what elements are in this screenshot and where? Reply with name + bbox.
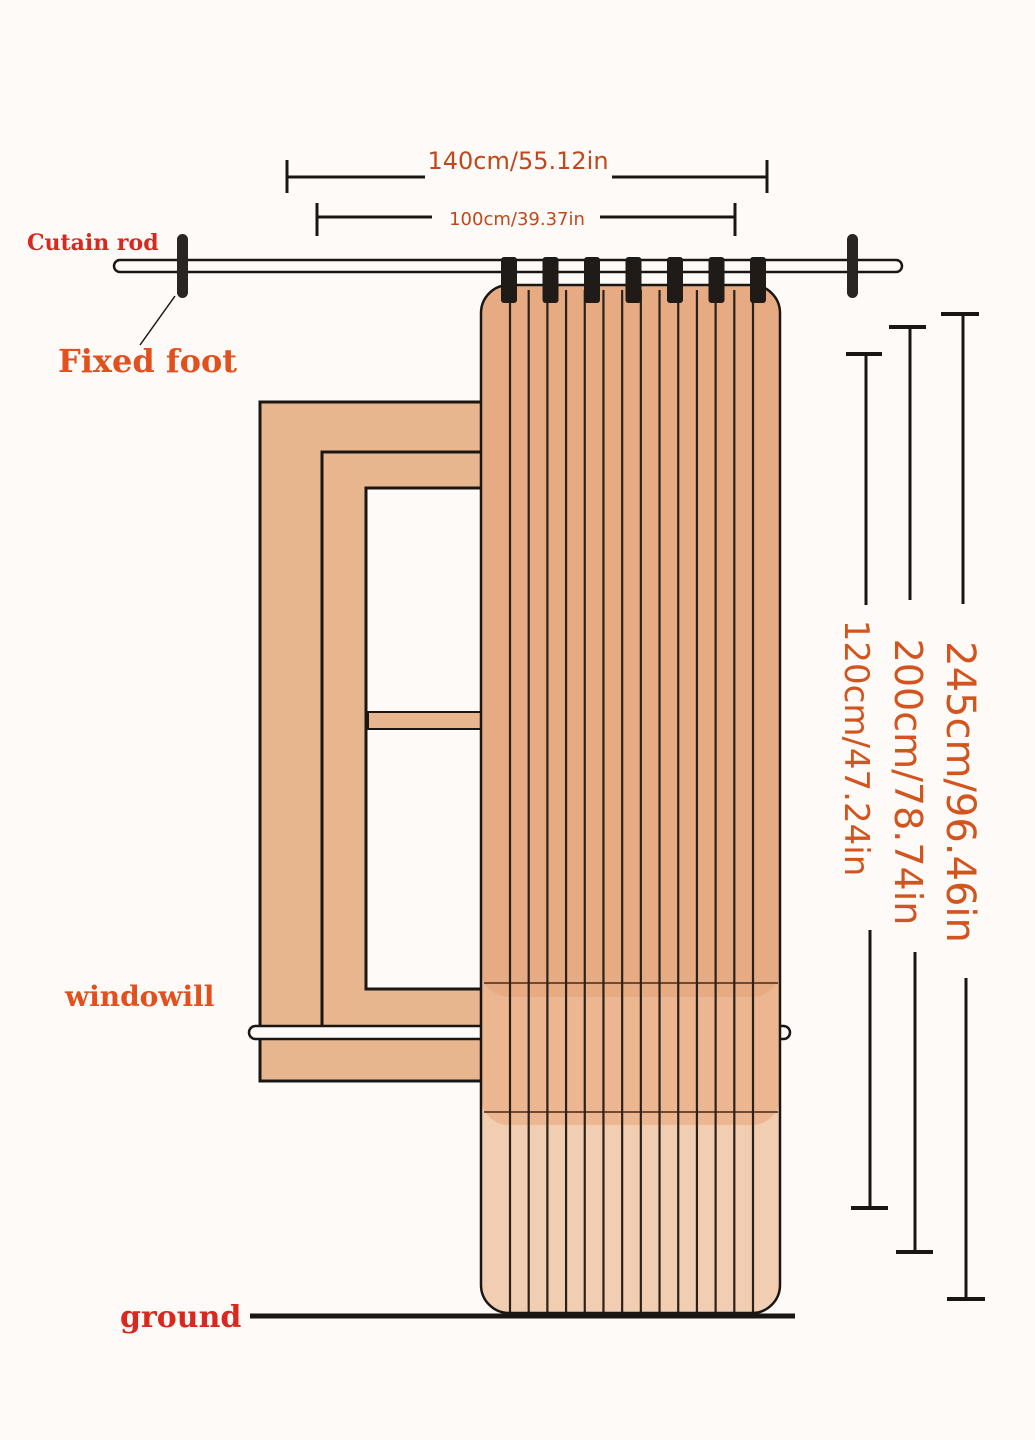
rod-bracket-left bbox=[177, 234, 188, 298]
width-dimension-outer: 140cm/55.12in bbox=[285, 147, 769, 193]
curtain-grommet bbox=[625, 257, 642, 303]
fixed-foot-leader bbox=[139, 295, 176, 346]
length-long-label: 245cm/96.46in bbox=[937, 641, 983, 943]
window bbox=[247, 400, 792, 1083]
fixed-foot-label: Fixed foot bbox=[58, 342, 237, 380]
width-dimension-inner: 100cm/39.37in bbox=[315, 203, 737, 236]
windowsill-label: windowill bbox=[64, 980, 214, 1013]
length-mid-label: 200cm/78.74in bbox=[886, 639, 930, 926]
curtain-pleats bbox=[508, 290, 755, 1313]
curtain-grommet bbox=[542, 257, 559, 303]
length-dimension-long: 245cm/96.46in bbox=[937, 312, 985, 1301]
curtain-grommet bbox=[501, 257, 517, 303]
curtain-panel bbox=[479, 257, 782, 1315]
curtain-grommet bbox=[708, 257, 725, 303]
window-glass bbox=[364, 486, 494, 991]
length-short-label: 120cm/47.24in bbox=[836, 620, 876, 877]
curtain-grommet bbox=[667, 257, 683, 303]
curtain-grommet bbox=[750, 257, 766, 303]
curtain-rod-label: Cutain rod bbox=[27, 230, 159, 256]
window-mullion bbox=[367, 711, 493, 730]
width-inner-label: 100cm/39.37in bbox=[449, 209, 585, 230]
width-outer-label: 140cm/55.12in bbox=[427, 147, 608, 175]
length-dimension-short: 120cm/47.24in bbox=[836, 352, 888, 1210]
rod-bracket-right bbox=[847, 234, 858, 298]
curtain-grommet bbox=[584, 257, 600, 303]
curtain-grommets bbox=[501, 257, 766, 303]
length-dimension-mid: 200cm/78.74in bbox=[886, 325, 933, 1254]
curtain-short-section bbox=[481, 285, 780, 997]
ground-label: ground bbox=[120, 1300, 241, 1335]
